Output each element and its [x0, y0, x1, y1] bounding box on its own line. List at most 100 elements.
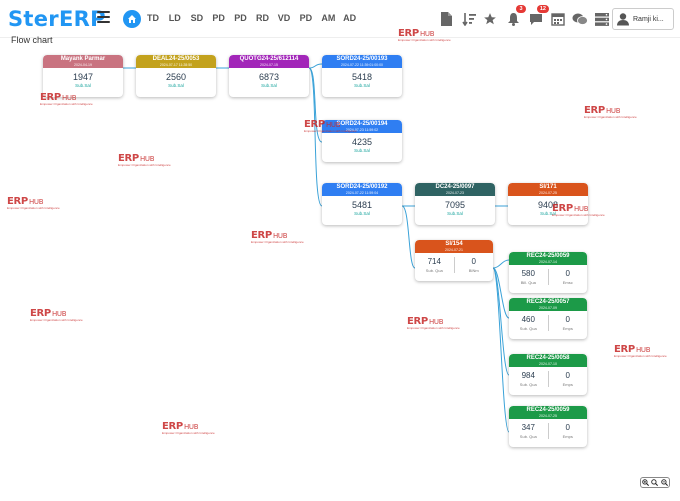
tab-vd[interactable]: VD — [277, 13, 291, 23]
bell-icon[interactable]: 3 — [504, 5, 526, 28]
star-icon[interactable] — [481, 10, 499, 28]
calendar-icon[interactable] — [549, 10, 567, 28]
wechat-icon[interactable] — [571, 10, 589, 28]
node-date: 2024-04-19 — [74, 63, 92, 67]
user-menu[interactable]: Ramji ki... — [612, 8, 674, 30]
node-qty-label: Sub. Qua — [425, 268, 443, 273]
node-date: 2024-07-17 11:28:50 — [159, 63, 193, 67]
menu-icon[interactable] — [97, 11, 110, 25]
flow-node-deal[interactable]: DEAL24-25/0053 2024-07-17 11:28:50 2560 … — [136, 55, 216, 97]
node-bal-value: 0 — [565, 269, 570, 278]
node-title: Mayank Parmar — [60, 56, 106, 62]
document-icon[interactable] — [437, 10, 455, 28]
zoom-out-icon[interactable] — [661, 479, 668, 486]
user-avatar-icon — [617, 13, 629, 26]
nav-tabs: TD LD SD PD PD RD VD PD AM AD — [147, 13, 365, 23]
node-label: Sub.Sal — [354, 83, 370, 88]
node-date: 2024-07-23 — [446, 191, 464, 195]
node-label: Sub.Sal — [354, 211, 370, 216]
node-qty-label: Bill. Qua — [520, 280, 536, 285]
node-label: Sub.Sal — [168, 83, 184, 88]
node-qty-label: Sub. Qua — [519, 382, 537, 387]
server-icon[interactable] — [593, 10, 611, 28]
flow-connectors — [123, 63, 510, 433]
node-label: Sub.Sal — [75, 83, 91, 88]
tab-ad[interactable]: AD — [343, 13, 357, 23]
flow-node-sales-order-194[interactable]: SORD24-25/00194 2024-07-23 11:59:02 4235… — [322, 120, 402, 162]
node-value: 5481 — [351, 200, 373, 210]
user-name: Ramji ki... — [633, 15, 664, 23]
flow-node-sales-order-192[interactable]: SORD24-25/00192 2024-07-22 11:59:04 5481… — [322, 183, 402, 225]
node-date: 2024-07-10 — [539, 362, 557, 366]
node-title: SORD24-25/00192 — [336, 184, 388, 190]
tab-sd[interactable]: SD — [190, 13, 204, 23]
flow-node-sales-invoice-171[interactable]: SI/171 2024-07-25 9408 Sub.Sal — [508, 183, 588, 225]
node-bal-label: Emps — [562, 382, 573, 387]
node-date: 2024-07-25 — [539, 191, 557, 195]
node-title: REC24-25/0058 — [526, 355, 570, 361]
node-title: DC24-25/0097 — [435, 184, 475, 190]
top-bar: SterERP TD LD SD PD PD RD VD PD AM AD 3 … — [0, 0, 680, 38]
node-date: 2024-07-22 11:39:01:00:00 — [341, 63, 383, 67]
tab-td[interactable]: TD — [147, 13, 159, 23]
node-date: 2024-07-14 — [539, 260, 557, 264]
node-title: DEAL24-25/0053 — [152, 56, 200, 62]
node-title: REC24-25/0059 — [526, 407, 570, 413]
zoom-controls — [640, 477, 670, 488]
tab-pd-3[interactable]: PD — [299, 13, 313, 23]
tab-am[interactable]: AM — [321, 13, 336, 23]
flow-node-lead[interactable]: Mayank Parmar 2024-04-19 1947 Sub.Sal — [43, 55, 123, 97]
node-title: SORD24-25/00193 — [336, 56, 388, 62]
node-value: 9408 — [537, 200, 559, 210]
home-icon[interactable] — [123, 10, 141, 28]
alerts-badge: 3 — [516, 5, 526, 13]
node-qty-value: 580 — [521, 269, 535, 278]
flow-node-sales-order-193[interactable]: SORD24-25/00193 2024-07-22 11:39:01:00:0… — [322, 55, 402, 97]
node-value: 6873 — [258, 72, 280, 82]
node-date: 2024-07-15 — [260, 63, 278, 67]
node-value: 4235 — [351, 137, 373, 147]
node-value: 2560 — [165, 72, 187, 82]
node-label: Sub.Sal — [261, 83, 277, 88]
node-title: QUOTG24-25/612114 — [239, 56, 299, 62]
flow-node-delivery-challan[interactable]: DC24-25/0097 2024-07-23 7095 Sub.Sal — [415, 183, 495, 225]
node-title: SI/154 — [445, 241, 463, 247]
node-date: 2024-07-22 11:59:04 — [345, 191, 379, 195]
app-logo[interactable]: SterERP — [8, 7, 106, 31]
sort-icon[interactable] — [460, 10, 478, 28]
node-bal-value: 0 — [565, 315, 570, 324]
tab-pd-2[interactable]: PD — [234, 13, 247, 23]
tab-ld[interactable]: LD — [168, 13, 181, 23]
node-date: 2024-07-21 — [445, 248, 463, 252]
node-title: SI/171 — [539, 184, 557, 190]
zoom-in-icon[interactable] — [642, 479, 650, 486]
node-qty-value: 460 — [521, 315, 535, 324]
node-qty-value: 714 — [427, 257, 441, 266]
node-qty-label: Sub. Qua — [519, 326, 537, 331]
page-title: Flow chart — [11, 35, 53, 45]
tab-rd[interactable]: RD — [255, 13, 269, 23]
tab-pd[interactable]: PD — [212, 13, 225, 23]
zoom-reset-icon[interactable] — [651, 479, 659, 486]
chat-icon[interactable]: 12 — [527, 5, 549, 28]
node-label: Sub.Sal — [540, 211, 556, 216]
node-title: SORD24-25/00194 — [336, 121, 388, 127]
flow-node-quotation[interactable]: QUOTG24-25/612114 2024-07-15 6873 Sub.Sa… — [229, 55, 309, 97]
node-label: Sub.Sal — [354, 148, 370, 153]
node-bal-label: Emsc — [562, 280, 573, 285]
